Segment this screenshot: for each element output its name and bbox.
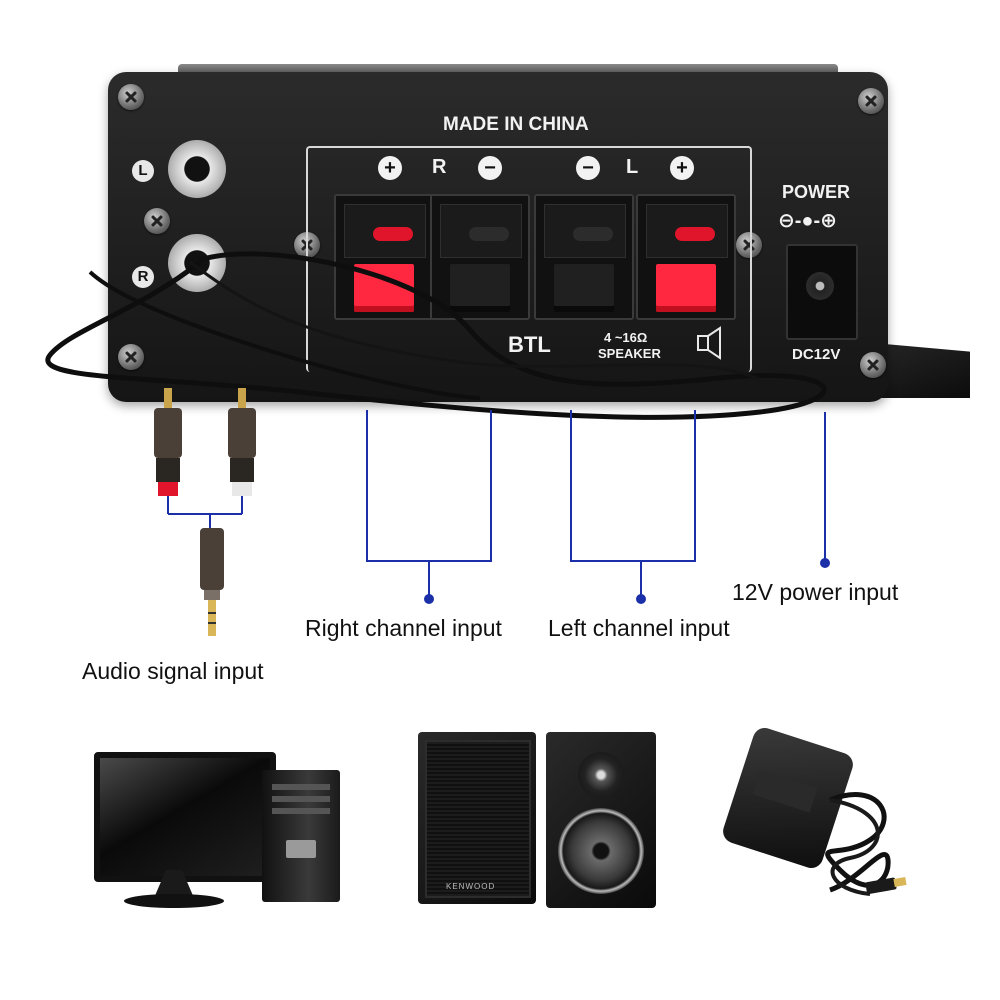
power-input-caption: 12V power input	[732, 579, 899, 605]
terminal-right-minus[interactable]	[430, 194, 530, 320]
audio-input-caption: Audio signal input	[82, 658, 264, 684]
right-plus-sign: +	[378, 156, 402, 180]
left-channel-guide-left	[570, 410, 572, 562]
dc-rating-label: DC12V	[792, 346, 841, 363]
screw-icon	[736, 232, 762, 258]
left-channel-caption: Left channel input	[548, 615, 730, 641]
audio-jack-icon	[200, 528, 224, 636]
screw-icon	[118, 84, 144, 110]
right-channel-guide-stem	[428, 562, 430, 598]
computer-monitor	[94, 752, 276, 882]
speaker-symbol-icon	[697, 326, 721, 360]
terminal-right-plus[interactable]	[334, 194, 434, 320]
tower-drive-bay	[272, 796, 330, 802]
btl-label: BTL	[508, 332, 551, 357]
left-channel-guide-right	[694, 410, 696, 562]
left-channel-letter: L	[626, 156, 639, 178]
tower-drive-bay	[272, 808, 330, 814]
speaker-woofer	[558, 808, 644, 894]
right-channel-guide-bottom	[366, 560, 492, 562]
right-minus-sign: −	[478, 156, 502, 180]
power-polarity-symbol: ⊖-●-⊕	[778, 210, 837, 232]
rca-plug-icon	[154, 388, 256, 528]
screw-icon	[858, 88, 884, 114]
speaker-brand-label: KENWOOD	[446, 882, 496, 891]
right-channel-caption: Right channel input	[305, 615, 502, 641]
screw-icon	[118, 344, 144, 370]
power-label: POWER	[782, 182, 851, 202]
pc-tower	[262, 770, 340, 902]
terminal-left-minus[interactable]	[534, 194, 634, 320]
power-guide-dot	[820, 558, 830, 568]
screw-icon	[144, 208, 170, 234]
power-guide-line	[824, 412, 826, 562]
right-channel-letter: R	[432, 156, 447, 178]
screw-icon	[860, 352, 886, 378]
impedance-label: 4 ~16Ω	[604, 330, 648, 345]
speaker-label: SPEAKER	[598, 346, 661, 361]
right-channel-guide-right	[490, 410, 492, 562]
right-channel-dot	[424, 594, 434, 604]
speaker-grille	[425, 740, 531, 898]
tower-front-panel	[286, 840, 316, 858]
rca-input-left[interactable]	[168, 140, 226, 198]
input-left-label: L	[132, 160, 154, 182]
left-channel-dot	[636, 594, 646, 604]
speaker-tweeter	[578, 752, 624, 798]
right-channel-guide-left	[366, 410, 368, 562]
dc-jack-pin	[806, 272, 834, 300]
made-in-label: MADE IN CHINA	[443, 114, 589, 135]
input-right-label: R	[132, 266, 154, 288]
adapter-cable	[825, 792, 907, 896]
terminal-left-plus[interactable]	[636, 194, 736, 320]
left-plus-sign: +	[670, 156, 694, 180]
left-channel-guide-bottom	[570, 560, 696, 562]
monitor-base	[124, 894, 224, 908]
tower-drive-bay	[272, 784, 330, 790]
left-channel-guide-stem	[640, 562, 642, 598]
left-minus-sign: −	[576, 156, 600, 180]
